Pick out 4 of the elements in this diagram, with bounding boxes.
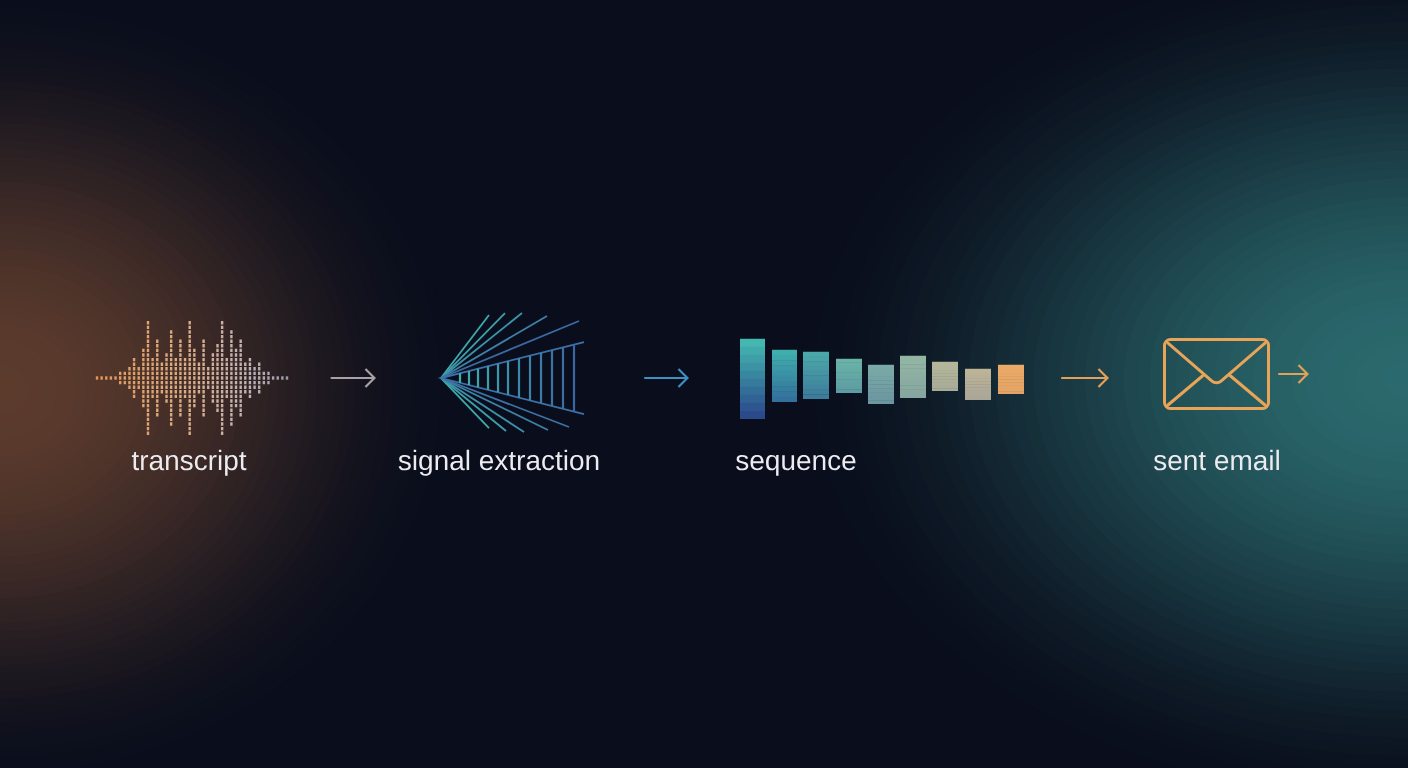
node-label: sent email [1154, 449, 1279, 471]
node-label: signal extraction [398, 449, 599, 476]
node-label: sequence [736, 454, 856, 476]
node-label: transcript [131, 449, 247, 476]
